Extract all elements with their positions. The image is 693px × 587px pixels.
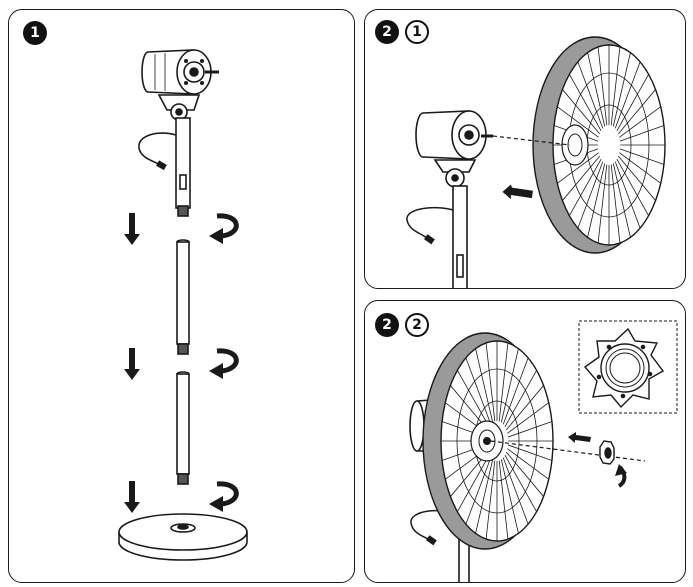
grille-spoke bbox=[577, 61, 604, 129]
step-2-2-illustration bbox=[409, 320, 678, 582]
grille-spoke bbox=[587, 52, 606, 127]
grille-spoke bbox=[506, 385, 544, 431]
nut-detail-icon bbox=[583, 327, 665, 409]
down-arrow-icon bbox=[124, 481, 140, 513]
grille-spoke bbox=[619, 152, 661, 184]
grille-spoke bbox=[616, 74, 649, 132]
grille-spoke bbox=[569, 74, 602, 132]
grille-spoke bbox=[612, 52, 631, 127]
grille-spoke bbox=[619, 125, 665, 142]
grille-spoke bbox=[485, 460, 496, 540]
lower-pole-icon bbox=[176, 371, 190, 485]
grille-spoke bbox=[597, 164, 608, 244]
grille-spoke bbox=[562, 89, 600, 135]
grille-spoke bbox=[569, 158, 602, 216]
grille-spoke bbox=[475, 459, 494, 534]
step-1-illustration bbox=[118, 49, 248, 561]
plug-icon bbox=[156, 160, 167, 171]
grille-spoke bbox=[475, 348, 494, 423]
grille-spoke bbox=[504, 370, 537, 428]
fan-motor-head-icon bbox=[141, 49, 219, 121]
grille-spoke bbox=[597, 46, 608, 126]
grille-spoke bbox=[619, 148, 665, 165]
grille-spoke bbox=[557, 152, 599, 184]
down-arrow-icon bbox=[124, 213, 140, 245]
step-1-panel: 1 bbox=[8, 9, 355, 583]
sub-step-badge-2: 2 bbox=[405, 313, 429, 337]
grille-spoke bbox=[610, 164, 621, 244]
grille-icon bbox=[422, 332, 554, 550]
grille-spoke bbox=[500, 459, 519, 534]
grille-spoke bbox=[500, 348, 519, 423]
rotate-arrow-icons bbox=[216, 213, 239, 507]
rotate-arrow-icon bbox=[216, 348, 239, 374]
step-2-1-panel: 2 1 bbox=[364, 9, 686, 289]
plug-icon bbox=[424, 234, 435, 245]
step-badge-1: 1 bbox=[23, 21, 47, 45]
grille-spoke bbox=[577, 161, 604, 229]
grille-spoke bbox=[504, 454, 537, 512]
grille-spoke bbox=[507, 402, 549, 434]
grille-spoke bbox=[465, 457, 492, 525]
grille-spoke bbox=[618, 155, 656, 201]
rotate-arrow-icon bbox=[216, 481, 239, 507]
push-arrow-icon bbox=[568, 432, 591, 443]
power-cord-icon bbox=[138, 132, 177, 167]
plug-icon bbox=[426, 535, 437, 546]
step-badge-2: 2 bbox=[375, 20, 399, 44]
step-badge-2: 2 bbox=[375, 313, 399, 337]
middle-pole-icon bbox=[176, 239, 190, 355]
down-arrow-icon bbox=[124, 348, 140, 380]
grille-spoke bbox=[610, 46, 621, 126]
grille-spoke bbox=[557, 106, 599, 138]
grille-spoke bbox=[457, 370, 490, 428]
grille-spoke bbox=[618, 89, 656, 135]
grille-spoke bbox=[562, 155, 600, 201]
down-arrow-icons bbox=[124, 213, 140, 513]
grille-spoke bbox=[587, 163, 606, 238]
grille-spoke bbox=[507, 421, 553, 438]
grille-spoke bbox=[485, 342, 496, 422]
base-icon bbox=[118, 513, 248, 561]
fan-motor-head-icon bbox=[415, 110, 493, 288]
grille-spoke bbox=[619, 106, 661, 138]
nut-icon bbox=[599, 440, 615, 465]
upper-pole-icon bbox=[175, 117, 191, 217]
grille-spoke bbox=[507, 448, 549, 480]
grille-spoke bbox=[498, 460, 509, 540]
step-2-1-illustration bbox=[406, 36, 666, 288]
push-arrow-icon bbox=[502, 184, 533, 200]
power-cord-icon bbox=[406, 207, 454, 241]
grille-spoke bbox=[614, 61, 641, 129]
grille-spoke bbox=[457, 454, 490, 512]
grille-spoke bbox=[465, 357, 492, 425]
grille-spoke bbox=[616, 158, 649, 216]
grille-spoke bbox=[502, 357, 529, 425]
rotate-arrow-icon bbox=[216, 213, 239, 239]
grille-spoke bbox=[498, 342, 509, 422]
grille-spoke bbox=[614, 161, 641, 229]
grille-spoke bbox=[506, 451, 544, 497]
sub-step-badge-1: 1 bbox=[405, 20, 429, 44]
grille-spoke bbox=[507, 444, 553, 461]
grille-spoke bbox=[502, 457, 529, 525]
grille-icon bbox=[532, 36, 666, 254]
grille-spoke bbox=[612, 163, 631, 238]
step-2-2-panel: 2 2 bbox=[364, 300, 686, 583]
